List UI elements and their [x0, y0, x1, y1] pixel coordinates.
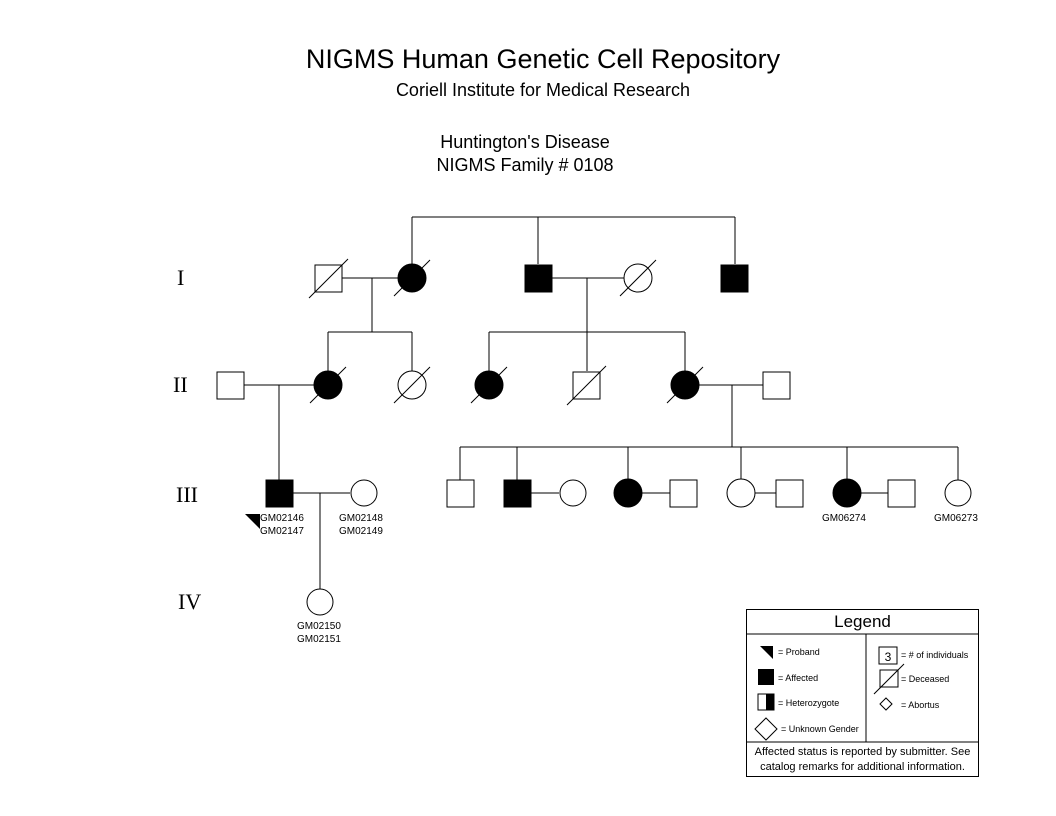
female-symbol	[306, 588, 334, 616]
affected-male-symbol	[265, 479, 294, 508]
page-title: NIGMS Human Genetic Cell Repository	[305, 44, 781, 74]
female-symbol	[726, 478, 756, 508]
sample-id: GM06273	[934, 513, 978, 524]
deceased-legend-icon	[873, 663, 905, 695]
legend-title: Legend	[834, 612, 891, 631]
legend-deceased-label: = Deceased	[901, 674, 950, 684]
male-symbol	[216, 371, 245, 400]
affected-male-symbol	[524, 264, 553, 293]
sample-id: GM02149	[339, 526, 383, 537]
pedigree-lines	[244, 216, 959, 589]
male-symbol	[669, 479, 698, 508]
count-symbol-text: 3	[885, 650, 892, 664]
abortus-diamond-icon	[879, 697, 893, 711]
affected-legend-icon	[758, 669, 774, 685]
generation-label-iv: IV	[178, 589, 201, 614]
deceased-mark	[393, 366, 431, 404]
affected-male-symbol	[503, 479, 532, 508]
disease-title: Huntington's Disease	[440, 132, 610, 152]
page-subtitle: Coriell Institute for Medical Research	[395, 80, 691, 100]
legend-note: Affected status is reported by submitter…	[746, 745, 979, 775]
female-symbol	[350, 479, 378, 507]
deceased-mark	[566, 365, 607, 406]
male-symbol	[446, 479, 475, 508]
deceased-mark	[393, 259, 431, 297]
heterozygote-half-fill	[766, 694, 774, 710]
male-symbol	[775, 479, 804, 508]
female-symbol	[559, 479, 587, 507]
proband-arrow	[245, 514, 260, 529]
family-number: NIGMS Family # 0108	[436, 155, 614, 175]
deceased-mark	[666, 366, 704, 404]
deceased-mark	[619, 259, 657, 297]
legend-proband-label: = Proband	[778, 647, 820, 657]
count-box-icon	[878, 646, 898, 665]
generation-label-ii: II	[173, 372, 188, 397]
legend-count-label: = # of individuals	[901, 650, 969, 660]
sample-id: GM02148	[339, 513, 383, 524]
sample-id: GM02146	[260, 513, 304, 524]
legend-abortus-label: = Abortus	[901, 700, 940, 710]
female-symbol	[944, 479, 972, 507]
legend-note-line2: catalog remarks for additional informati…	[760, 761, 965, 773]
deceased-mark	[308, 258, 349, 299]
legend-unknown-gender-label: = Unknown Gender	[781, 724, 859, 734]
deceased-mark	[470, 366, 508, 404]
generation-label-i: I	[177, 265, 184, 290]
unknown-gender-diamond-icon	[754, 717, 778, 741]
sample-id: GM02150	[297, 621, 341, 632]
affected-female-symbol	[832, 478, 862, 508]
legend-dividers	[747, 633, 979, 743]
legend-heterozygote-label: = Heterozygote	[778, 698, 840, 708]
sample-id: GM06274	[822, 513, 866, 524]
legend-box	[746, 609, 979, 777]
deceased-mark	[309, 366, 347, 404]
sample-id: GM02147	[260, 526, 304, 537]
sample-id: GM02151	[297, 634, 341, 645]
male-symbol	[762, 371, 791, 400]
generation-label-iii: III	[176, 482, 198, 507]
male-symbol	[887, 479, 916, 508]
affected-male-symbol	[720, 264, 749, 293]
proband-legend-icon	[760, 646, 773, 659]
affected-female-symbol	[613, 478, 643, 508]
legend-note-line1: Affected status is reported by submitter…	[754, 746, 971, 758]
legend-affected-label: = Affected	[778, 673, 819, 683]
